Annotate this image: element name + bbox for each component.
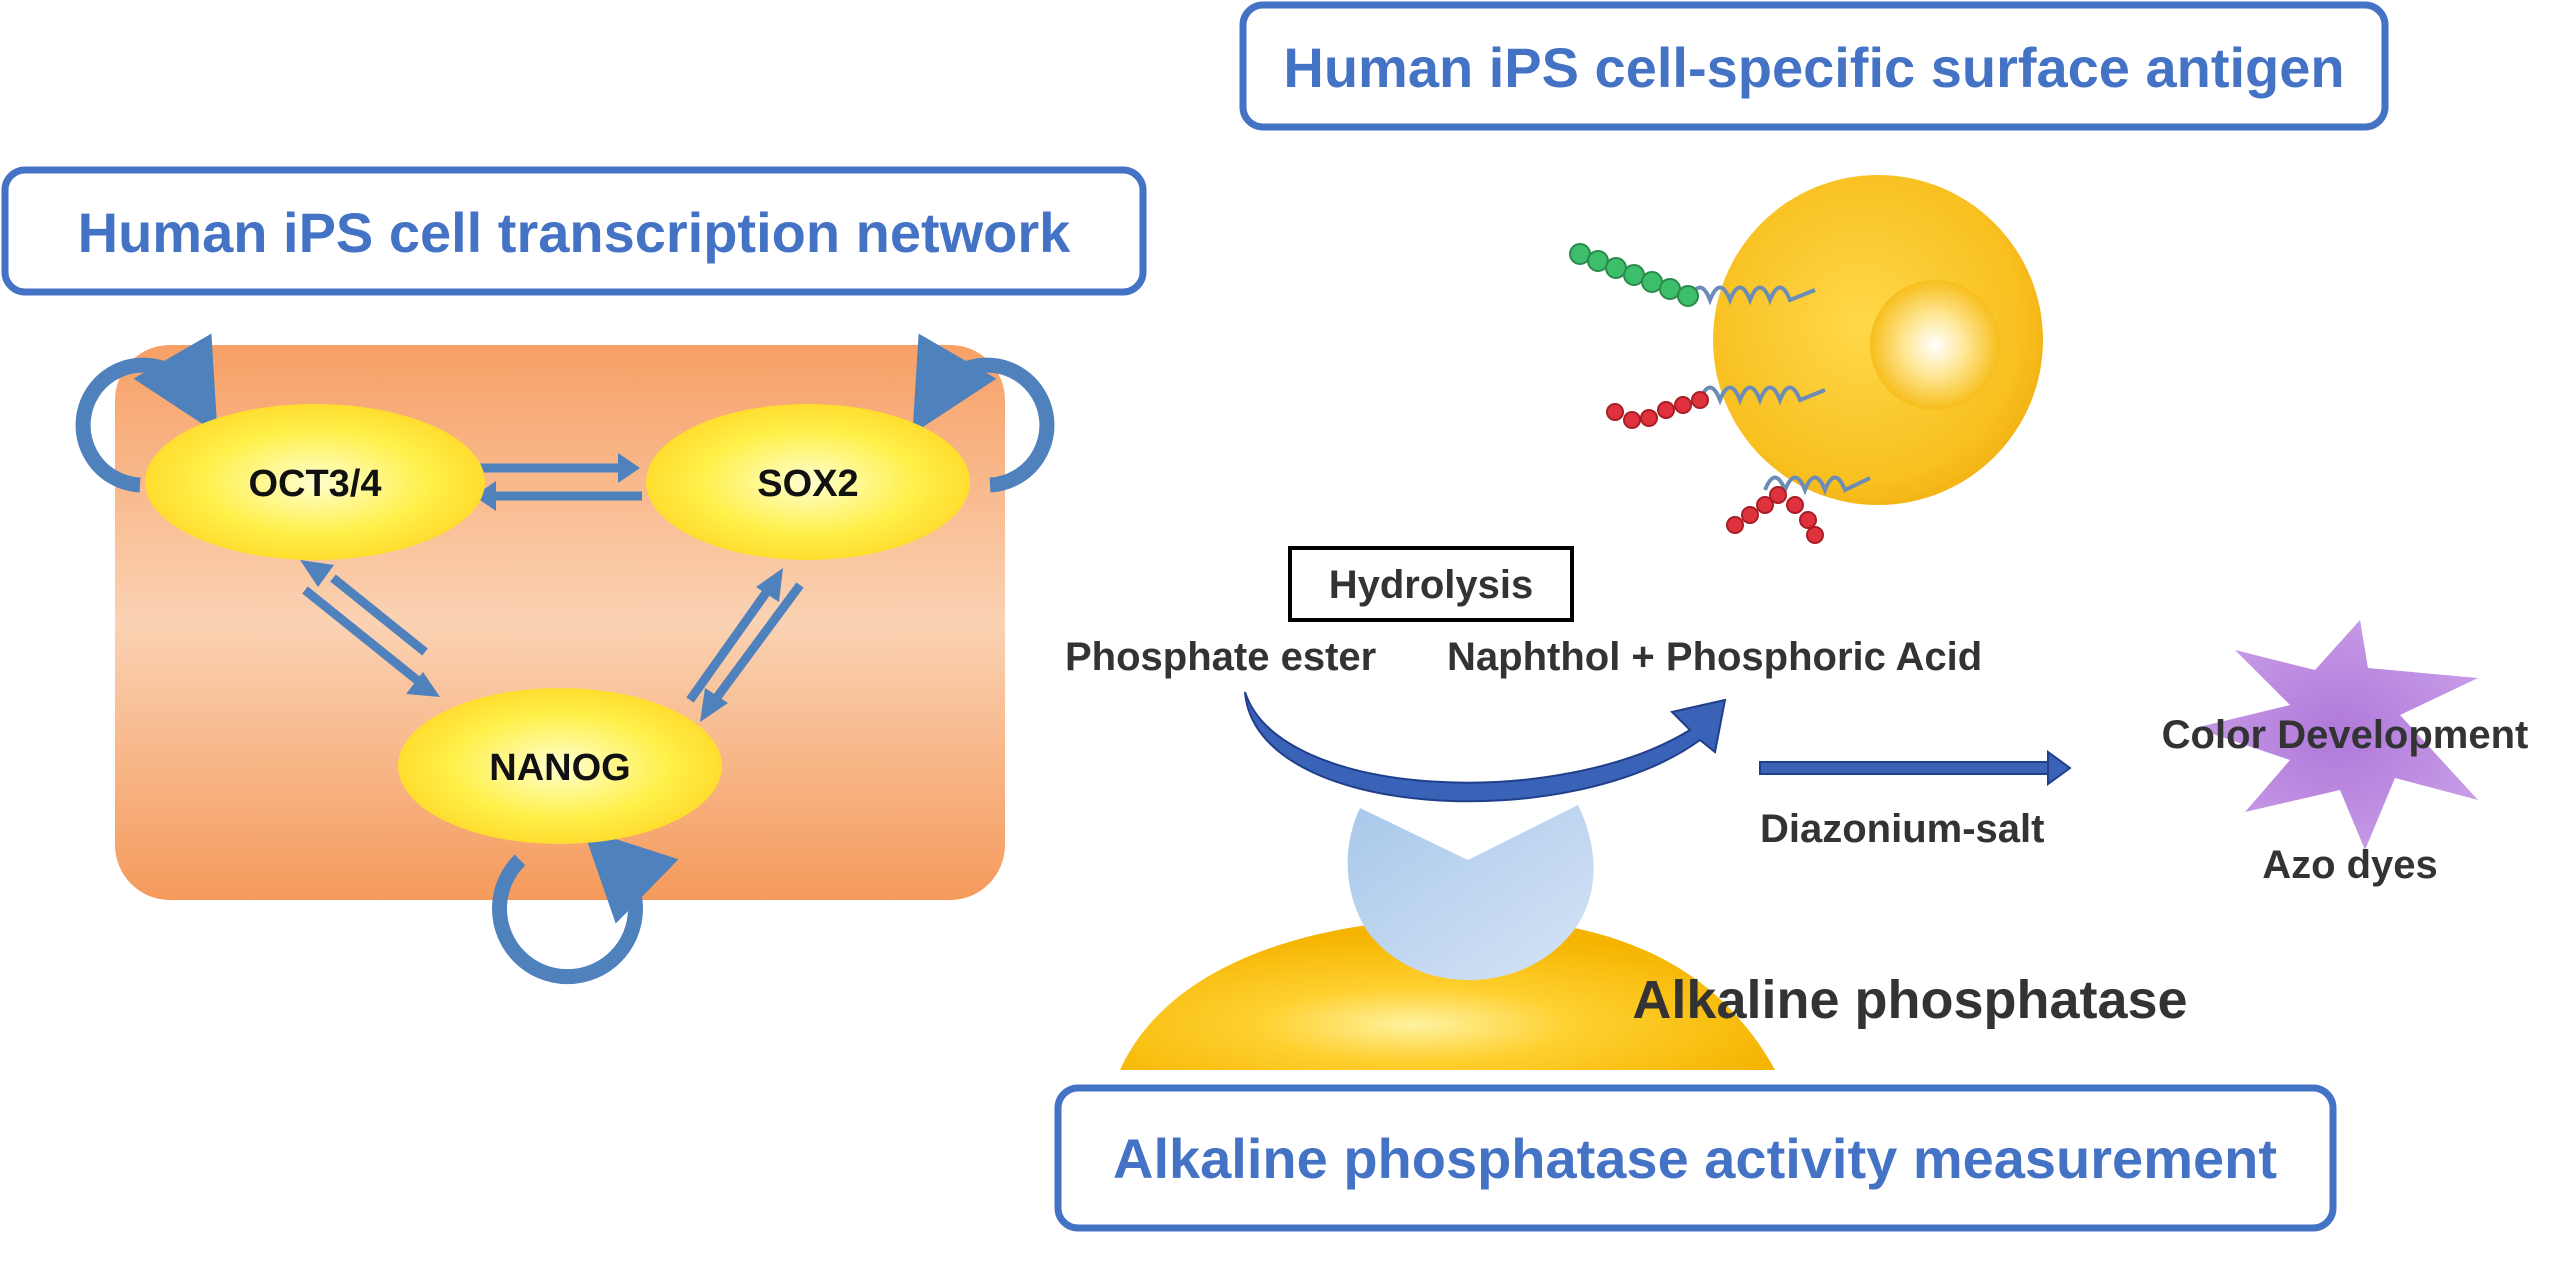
red-glycan-chain-2 [1726,486,1824,544]
sox-nanog-arrowhead-1 [700,688,728,722]
node-sox: SOX2 [646,404,970,560]
diazonium-arrowhead [2047,750,2072,786]
red-glycan-chain-1 [1606,391,1709,429]
title-box-surface: Human iPS cell-specific surface antigen [1239,1,2389,131]
sox-nanog-arrow-line-1 [711,582,804,703]
diazonium-arrow-shaft [1759,761,2051,775]
alp-title: Alkaline phosphatase activity measuremen… [1113,1127,2277,1190]
node-oct-label: OCT3/4 [248,463,381,505]
reagent-label: Diazonium-salt [1760,807,2044,851]
cell-nucleus [1870,280,2000,410]
substrate-label: Phosphate ester [1065,635,1376,679]
antigen-coil-3 [1763,475,1871,496]
node-nanog: NANOG [398,688,722,844]
dye-label: Azo dyes [2262,843,2438,887]
transcription-title: Human iPS cell transcription network [78,201,1072,264]
color-starburst [2195,620,2478,850]
oct-to-sox-arrowhead [618,453,640,483]
sox-nanog-arrowhead-2 [756,568,783,602]
oct-nanog-arrowhead-1 [406,672,440,697]
enzyme-label: Alkaline phosphatase [1632,970,2187,1030]
green-glycan-chain [1569,243,1699,307]
oct-self-loop-arrow [75,333,218,493]
oct-nanog-arrowhead-2 [300,560,334,587]
oct-nanog-arrow-line-1 [302,586,420,684]
alp-reaction: Hydrolysis Phosphate ester Naphthol + Ph… [1065,546,2529,1070]
oct-nanog-arrow-line-2 [330,574,428,656]
enzyme-body [1120,918,1775,1070]
antigen-coil-1 [1688,285,1816,306]
hydrolysis-label: Hydrolysis [1329,563,1534,607]
sox-nanog-arrow-line-2 [686,587,772,703]
ips-cell-illustration [1569,175,2043,544]
node-nanog-label: NANOG [489,747,630,789]
products-label: Naphthol + Phosphoric Acid [1447,635,1982,679]
node-oct: OCT3/4 [145,404,485,560]
title-box-transcription: Human iPS cell transcription network [1,166,1147,296]
sox-to-oct-arrowhead [474,481,496,511]
sox-self-loop-arrow [912,333,1055,493]
nanog-self-loop-arrow [492,828,679,985]
transcription-network: OCT3/4 SOX2 NANOG [75,333,1055,985]
result-label: Color Development [2162,713,2529,757]
enzyme-substrate-pocket [1347,805,1594,980]
surface-title: Human iPS cell-specific surface antigen [1283,36,2344,99]
hydrolysis-box [1288,546,1574,622]
node-sox-label: SOX2 [757,463,858,505]
title-box-alp: Alkaline phosphatase activity measuremen… [1054,1084,2337,1232]
hydrolysis-curved-arrow [1244,691,1727,803]
antigen-coil-2 [1698,385,1826,406]
